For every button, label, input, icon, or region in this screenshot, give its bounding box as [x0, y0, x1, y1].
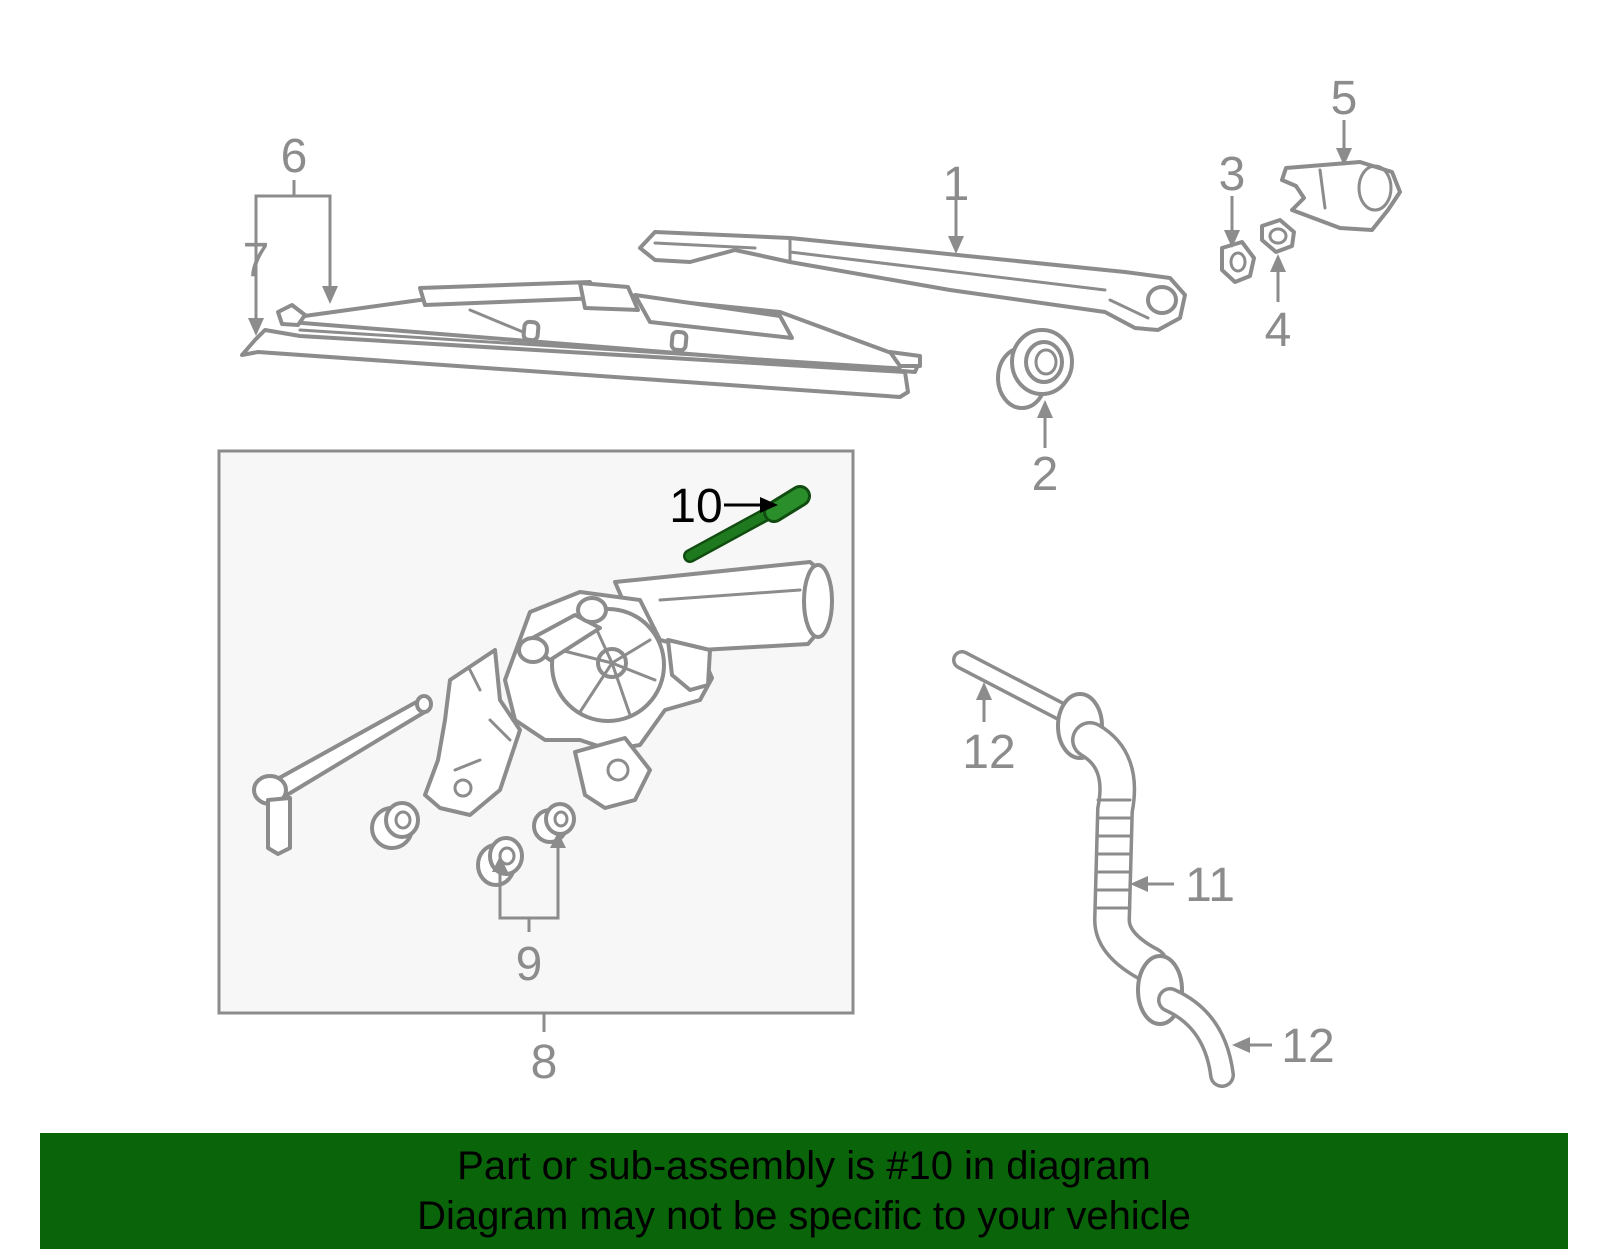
callout-12-upper: 12	[962, 726, 1015, 779]
cap[interactable]	[1280, 160, 1402, 232]
callout-8: 8	[531, 1036, 558, 1089]
callout-4: 4	[1265, 304, 1292, 357]
washer-hose[interactable]	[952, 650, 1235, 1088]
wiper-motor[interactable]	[423, 560, 834, 817]
callout-9: 9	[516, 938, 543, 991]
grommet-9b[interactable]	[532, 802, 576, 844]
callout-labels: 1 2 3 4 5 6 7 8 9 10 11 12 12	[243, 72, 1358, 1089]
callout-5: 5	[1331, 72, 1358, 125]
callout-10: 10	[669, 480, 722, 533]
washer[interactable]	[1220, 240, 1256, 284]
info-banner: Part or sub-assembly is #10 in diagram D…	[40, 1133, 1568, 1249]
callout-3: 3	[1219, 148, 1246, 201]
grommet[interactable]	[996, 328, 1074, 410]
callout-1: 1	[943, 158, 970, 211]
nut[interactable]	[1260, 218, 1296, 254]
callout-12-lower: 12	[1281, 1020, 1334, 1073]
grommet-left[interactable]	[370, 801, 420, 850]
wiper-blade[interactable]	[240, 280, 922, 399]
shaft-part-10[interactable]	[683, 485, 811, 563]
callout-11: 11	[1185, 859, 1235, 912]
callout-2: 2	[1032, 448, 1059, 501]
callout-7: 7	[243, 234, 270, 287]
wiper-arm[interactable]	[638, 230, 1187, 332]
callout-6: 6	[281, 130, 308, 183]
leader-lines	[248, 120, 1352, 1053]
banner-line-1: Part or sub-assembly is #10 in diagram	[457, 1144, 1151, 1188]
banner-line-2: Diagram may not be specific to your vehi…	[417, 1194, 1191, 1238]
mounting-bolt[interactable]	[252, 694, 433, 856]
